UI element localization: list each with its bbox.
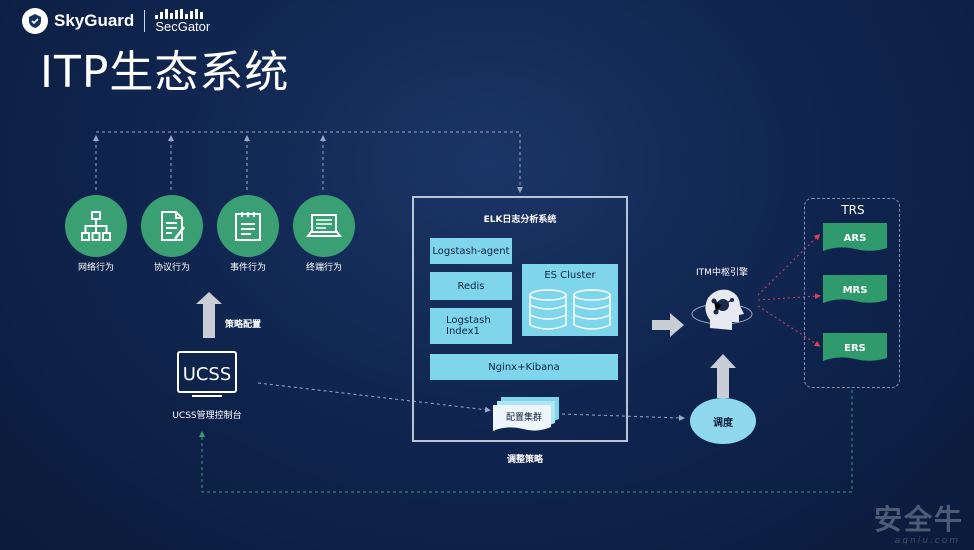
partner-logo: SecGator bbox=[155, 9, 210, 33]
trs-box: TRS ARS MRS ERS bbox=[804, 198, 900, 388]
ucss-label: UCSS管理控制台 bbox=[172, 411, 242, 421]
es-cluster-box: ES Cluster bbox=[522, 264, 618, 336]
nginx-kibana-box: Nginx+Kibana bbox=[430, 354, 618, 380]
behavior-label-event: 事件行为 bbox=[229, 263, 266, 273]
behavior-label-terminal: 终端行为 bbox=[305, 263, 342, 273]
ucss-monitor-icon: UCSS bbox=[176, 350, 238, 400]
dispatch-node: 调度 bbox=[690, 398, 756, 444]
behavior-label-network: 网络行为 bbox=[77, 263, 114, 273]
checklist-icon bbox=[217, 195, 279, 257]
document-icon bbox=[141, 195, 203, 257]
logstash-index-line1: Logstash bbox=[446, 315, 491, 326]
ers-flag: ERS bbox=[823, 333, 887, 363]
shield-icon bbox=[22, 8, 48, 34]
adjust-policy-label: 调整策略 bbox=[506, 455, 543, 465]
policy-config-label: 策略配置 bbox=[225, 320, 262, 330]
logstash-index-line2: Index1 bbox=[446, 326, 480, 337]
svg-text:UCSS: UCSS bbox=[183, 364, 232, 385]
network-icon bbox=[65, 195, 127, 257]
watermark: 安全牛 bbox=[873, 503, 964, 536]
mrs-label: MRS bbox=[842, 284, 868, 296]
elk-title: ELK日志分析系统 bbox=[483, 215, 557, 225]
ars-flag: ARS bbox=[823, 223, 887, 253]
watermark-sub: aqniu.com bbox=[894, 536, 960, 546]
es-cluster-label: ES Cluster bbox=[544, 270, 596, 281]
database-icon bbox=[529, 289, 611, 330]
behavior-label-protocol: 协议行为 bbox=[153, 263, 190, 273]
config-cluster: 配置集群 bbox=[493, 397, 559, 431]
redis-box: Redis bbox=[430, 272, 512, 300]
brain-head-icon bbox=[690, 280, 754, 344]
config-cluster-label: 配置集群 bbox=[505, 413, 542, 423]
itm-label: ITM中枢引擎 bbox=[696, 268, 748, 278]
page-title: ITP生态系统 bbox=[40, 47, 290, 98]
partner-name: SecGator bbox=[155, 19, 211, 34]
ers-label: ERS bbox=[844, 342, 866, 354]
logo-divider bbox=[144, 10, 146, 32]
laptop-icon bbox=[293, 195, 355, 257]
logstash-agent-box: Logstash-agent bbox=[430, 238, 512, 264]
logstash-index-box: Logstash Index1 bbox=[430, 308, 512, 344]
elk-system-box: ELK日志分析系统 Logstash-agent Redis Logstash … bbox=[412, 196, 628, 442]
brand-name: SkyGuard bbox=[54, 11, 135, 30]
brand-logo: SkyGuard SecGator bbox=[22, 8, 210, 34]
trs-title: TRS bbox=[841, 203, 865, 217]
ars-label: ARS bbox=[843, 232, 867, 244]
mrs-flag: MRS bbox=[823, 275, 887, 305]
signal-bars-icon bbox=[155, 9, 210, 19]
